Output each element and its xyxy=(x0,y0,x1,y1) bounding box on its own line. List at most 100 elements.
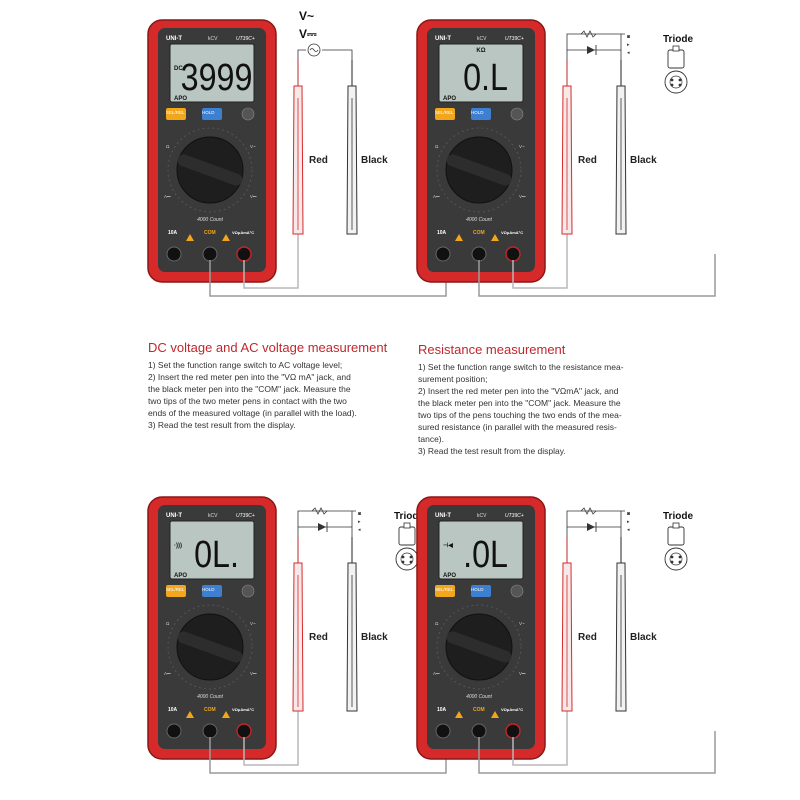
warning-icon xyxy=(491,234,499,241)
terminal-mark: ◂ xyxy=(358,527,361,533)
sel-rel-button[interactable] xyxy=(435,585,455,597)
jack-com[interactable] xyxy=(202,246,218,262)
warning-icon xyxy=(222,234,230,241)
red-probe xyxy=(561,60,573,235)
dial-mark-vdc: V⎓ xyxy=(519,194,526,199)
lcd-mode: ·))) xyxy=(174,543,182,549)
red-lead-wire xyxy=(512,711,568,766)
jack-10a[interactable] xyxy=(166,246,182,262)
black-probe xyxy=(346,60,358,235)
jack-v[interactable] xyxy=(236,246,252,262)
dial-mark-ohm: Ω xyxy=(166,621,170,626)
step-line: the black meter pen into the "COM" jack.… xyxy=(418,398,621,408)
terminal-mark: ▸ xyxy=(627,519,630,525)
triode-package-icon xyxy=(398,526,416,546)
step-line: ends of the measured voltage (in paralle… xyxy=(148,408,357,418)
warning-icon xyxy=(222,711,230,718)
dial-knob[interactable] xyxy=(445,153,513,188)
jack-com[interactable] xyxy=(471,723,487,739)
dial-mark-ohm: Ω xyxy=(166,144,170,149)
lcd-apo: APO xyxy=(174,573,187,579)
step-line: 2) Insert the red meter pen into the "VΩ… xyxy=(148,372,351,382)
diode-icon xyxy=(587,523,595,531)
dial-mark-a: A⎓ xyxy=(164,194,171,199)
dial-knob[interactable] xyxy=(176,630,244,665)
hold-button[interactable] xyxy=(202,585,222,597)
section-resistance: Resistance measurement 1) Set the functi… xyxy=(418,342,658,457)
jack-v[interactable] xyxy=(236,723,252,739)
terminal-mark: ◙ xyxy=(627,34,630,40)
dial-mark-a: A⎓ xyxy=(433,671,440,676)
sel-rel-button[interactable] xyxy=(435,108,455,120)
jack-10a[interactable] xyxy=(435,246,451,262)
dial-knob[interactable] xyxy=(176,153,244,188)
warning-icon xyxy=(491,711,499,718)
dial-ring xyxy=(436,604,522,690)
black-probe-label: Black xyxy=(361,155,388,166)
hold-label: HOLD xyxy=(471,110,484,115)
terminal-mark: ▸ xyxy=(627,42,630,48)
dial-knob[interactable] xyxy=(445,630,513,665)
model-label: UT39C+ xyxy=(236,513,255,519)
jack-v-label: VΩμAmA°C xyxy=(501,230,523,235)
lcd-display xyxy=(438,520,524,580)
red-lead-wire xyxy=(243,711,299,766)
lcd-display xyxy=(169,520,255,580)
step-line: 2) Insert the red meter pen into the "VΩ… xyxy=(418,386,619,396)
dial-mark-vdc: V⎓ xyxy=(250,194,257,199)
step-line: surement position; xyxy=(418,374,488,384)
jack-com[interactable] xyxy=(471,246,487,262)
sel-rel-button[interactable] xyxy=(166,108,186,120)
panel-diode: UNI-T kCV UT39C+ ·))) 0L. APO SEL/REL HO… xyxy=(146,475,546,775)
jack-v-label: VΩμAmA°C xyxy=(501,707,523,712)
dial-mark-v: V~ xyxy=(519,144,525,149)
jack-10a-label: 10A xyxy=(437,230,447,236)
hold-label: HOLD xyxy=(471,587,484,592)
black-probe xyxy=(615,537,627,712)
jack-v[interactable] xyxy=(505,246,521,262)
terminal-mark: ◂ xyxy=(627,527,630,533)
lcd-reading: 3999 xyxy=(181,57,253,99)
model-label: UT39C+ xyxy=(236,36,255,42)
hold-label: HOLD xyxy=(202,587,215,592)
triode-label: Triode xyxy=(663,511,693,522)
jack-10a[interactable] xyxy=(435,723,451,739)
jack-com-label: COM xyxy=(473,707,485,713)
red-probe-label: Red xyxy=(309,632,328,643)
lcd-reading: 0.L xyxy=(463,57,508,99)
jack-com-label: COM xyxy=(204,707,216,713)
dial-mark-ohm: Ω xyxy=(435,621,439,626)
dial-ring xyxy=(167,127,253,213)
sensor-grille xyxy=(241,584,255,598)
section-dc-ac: DC voltage and AC voltage measurement 1)… xyxy=(148,340,388,431)
sel-rel-label: SEL/REL xyxy=(435,110,454,115)
jack-10a[interactable] xyxy=(166,723,182,739)
hold-button[interactable] xyxy=(471,585,491,597)
panel-resistance: UNI-T kCV UT39C+ KΩ 0.L APO SEL/REL HOLD… xyxy=(415,0,800,298)
jack-v[interactable] xyxy=(505,723,521,739)
lcd-reading: 0L. xyxy=(194,534,239,576)
jack-10a-label: 10A xyxy=(168,707,178,713)
hold-button[interactable] xyxy=(202,108,222,120)
lcd-unit: KΩ xyxy=(476,48,485,54)
hold-button[interactable] xyxy=(471,108,491,120)
triode-circuit: ◙ ▸ ◂ Triode xyxy=(566,30,693,94)
triode-package-icon xyxy=(667,526,685,546)
count-label: 4000 Count xyxy=(466,217,492,223)
jack-com-label: COM xyxy=(204,230,216,236)
resistor-icon xyxy=(580,30,597,38)
jack-v-label: VΩμAmA°C xyxy=(232,230,254,235)
triode-label: Triode xyxy=(394,511,424,522)
step-line: the black meter pen into the "COM" jack.… xyxy=(148,384,351,394)
step-line: 3) Read the test result from the display… xyxy=(418,446,566,456)
range-hint: kCV xyxy=(477,513,487,519)
sel-rel-button[interactable] xyxy=(166,585,186,597)
jack-10a-label: 10A xyxy=(437,707,447,713)
lcd-apo: APO xyxy=(443,96,456,102)
sel-rel-label: SEL/REL xyxy=(166,587,185,592)
resistor-icon xyxy=(311,507,328,515)
jack-com[interactable] xyxy=(202,723,218,739)
dial-mark-ohm: Ω xyxy=(435,144,439,149)
step-line: tance). xyxy=(418,434,444,444)
red-probe-label: Red xyxy=(309,155,328,166)
